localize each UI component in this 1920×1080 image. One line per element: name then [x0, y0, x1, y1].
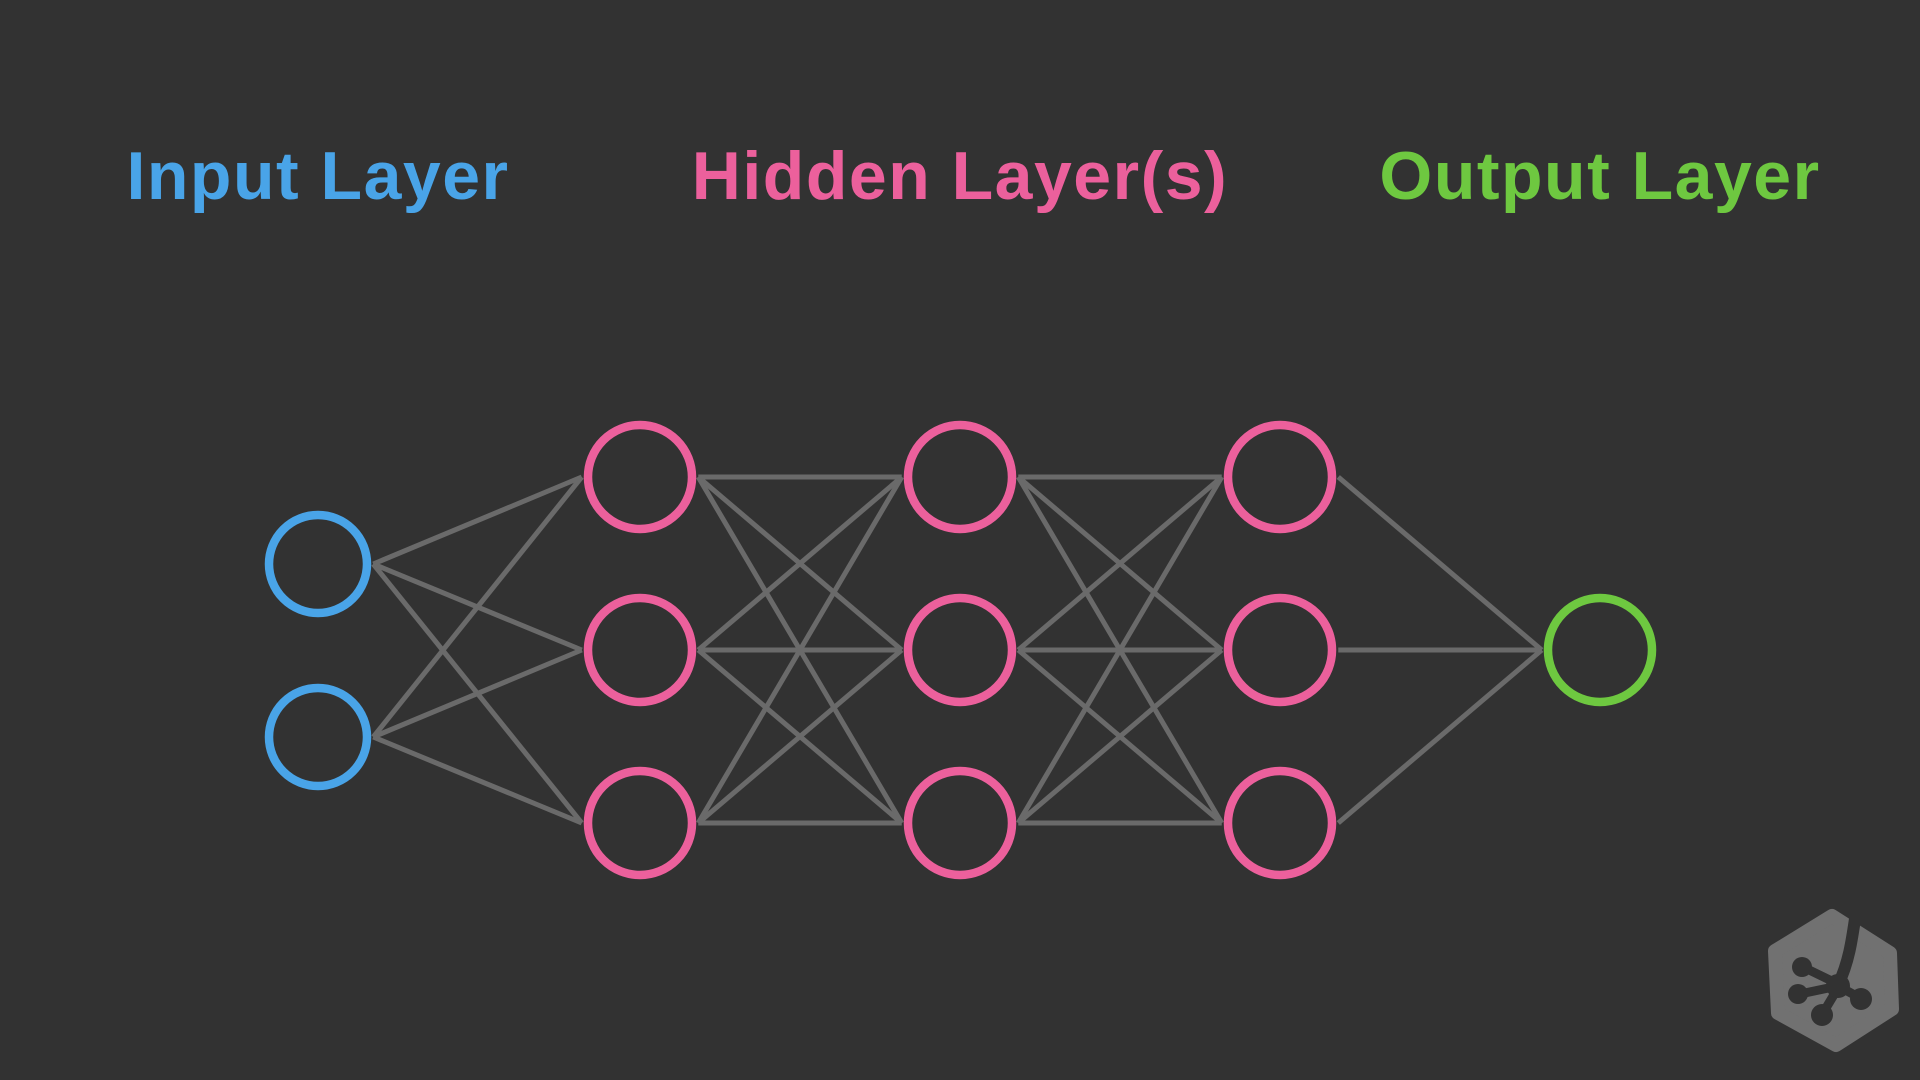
connection-line — [371, 475, 584, 739]
nodes-group — [264, 420, 1657, 880]
hidden-2-node — [903, 593, 1017, 707]
footprint-toe — [1792, 957, 1812, 977]
connection-line — [696, 475, 904, 652]
hidden-3-node — [1223, 420, 1337, 534]
input-layer-label: Input Layer — [126, 138, 510, 214]
edges-group — [371, 474, 1544, 826]
output-node — [1543, 593, 1657, 707]
hidden-layer-label: Hidden Layer(s) — [691, 138, 1229, 214]
connection-line — [1016, 648, 1224, 825]
connection-line — [1336, 648, 1544, 825]
hidden-3-node — [1223, 766, 1337, 880]
brand-logo — [1768, 906, 1899, 1052]
footprint-toe — [1850, 988, 1872, 1010]
connection-line — [696, 648, 904, 825]
input-node — [264, 510, 372, 618]
output-layer-label: Output Layer — [1379, 138, 1821, 214]
connection-line — [372, 647, 583, 740]
footprint-toe — [1811, 1004, 1833, 1026]
connection-line — [372, 474, 583, 567]
hidden-1-node — [583, 766, 697, 880]
hidden-3-node — [1223, 593, 1337, 707]
connection-line — [1336, 475, 1544, 652]
input-node — [264, 683, 372, 791]
connection-line — [1016, 475, 1224, 652]
footprint-toe — [1788, 984, 1808, 1004]
hidden-1-node — [583, 593, 697, 707]
connection-line — [1016, 475, 1224, 825]
connection-line — [372, 734, 583, 826]
footprint-palm — [1826, 974, 1850, 998]
connection-line — [696, 475, 904, 825]
hidden-1-node — [583, 420, 697, 534]
logo-footprint-cutout — [1788, 906, 1872, 1026]
hidden-2-node — [903, 766, 1017, 880]
hidden-2-node — [903, 420, 1017, 534]
